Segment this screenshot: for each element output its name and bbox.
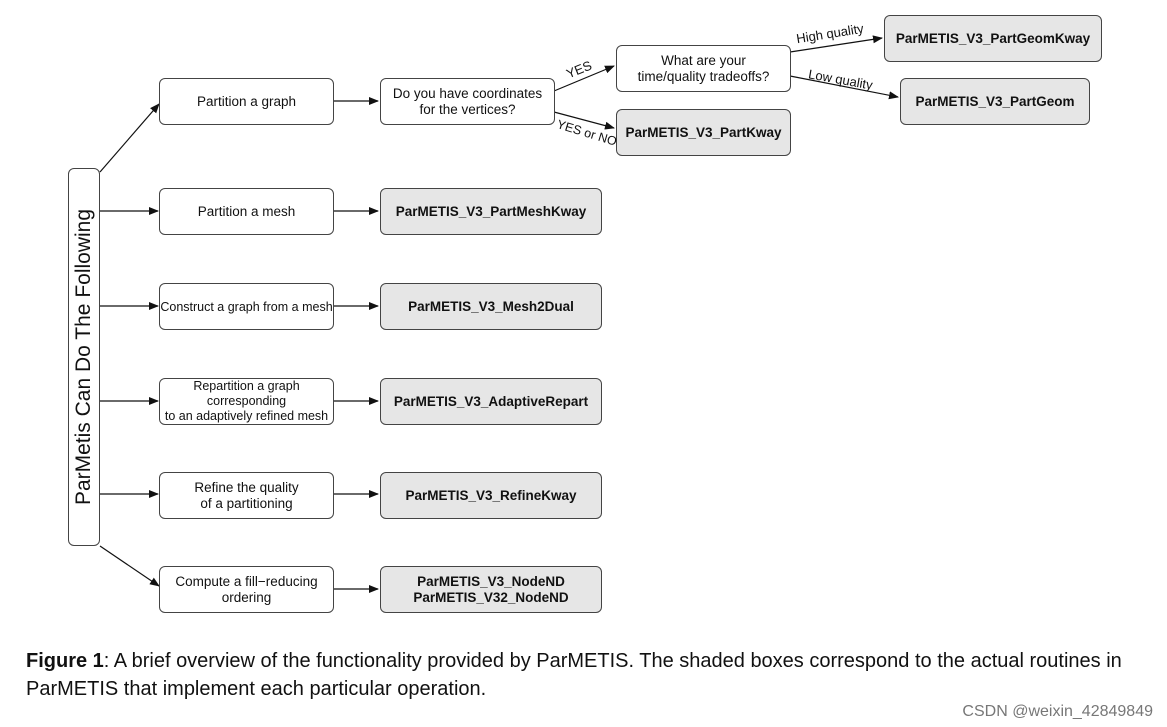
op-refine-partitioning: Refine the quality of a partitioning xyxy=(159,472,334,519)
routine-part-geom-kway: ParMETIS_V3_PartGeomKway xyxy=(884,15,1102,62)
routine-refine-kway: ParMETIS_V3_RefineKway xyxy=(380,472,602,519)
routine-mesh2dual: ParMETIS_V3_Mesh2Dual xyxy=(380,283,602,330)
caption-label: Figure 1 xyxy=(26,650,104,672)
op-fill-reducing-ordering: Compute a fill−reducing ordering xyxy=(159,566,334,613)
figure-caption: Figure 1: A brief overview of the functi… xyxy=(26,647,1146,703)
routine-part-kway: ParMETIS_V3_PartKway xyxy=(616,109,791,156)
op-construct-graph: Construct a graph from a mesh xyxy=(159,283,334,330)
question-coordinates: Do you have coordinates for the vertices… xyxy=(380,78,555,125)
routine-node-nd: ParMETIS_V3_NodeND ParMETIS_V32_NodeND xyxy=(380,566,602,613)
routine-adaptive-repart: ParMETIS_V3_AdaptiveRepart xyxy=(380,378,602,425)
op-partition-mesh: Partition a mesh xyxy=(159,188,334,235)
edge-tradeoffs-to-partgeomkway xyxy=(789,35,883,53)
op-repartition-graph: Repartition a graph corresponding to an … xyxy=(159,378,334,425)
caption-text: : A brief overview of the functionality … xyxy=(26,650,1122,700)
root-label: ParMetis Can Do The Following xyxy=(72,208,95,506)
op-partition-graph: Partition a graph xyxy=(159,78,334,125)
routine-part-geom: ParMETIS_V3_PartGeom xyxy=(900,78,1090,125)
root-node: ParMetis Can Do The Following xyxy=(68,168,100,546)
routine-part-mesh-kway: ParMETIS_V3_PartMeshKway xyxy=(380,188,602,235)
edge-root-to-ordering xyxy=(99,545,160,587)
question-tradeoffs: What are your time/quality tradeoffs? xyxy=(616,45,791,92)
edge-question-to-partkway xyxy=(553,111,615,130)
watermark: CSDN @weixin_42849849 xyxy=(962,703,1153,720)
edge-question-to-tradeoffs xyxy=(553,65,615,92)
edge-root-to-graph xyxy=(99,103,160,173)
edge-tradeoffs-to-partgeom xyxy=(789,75,899,100)
